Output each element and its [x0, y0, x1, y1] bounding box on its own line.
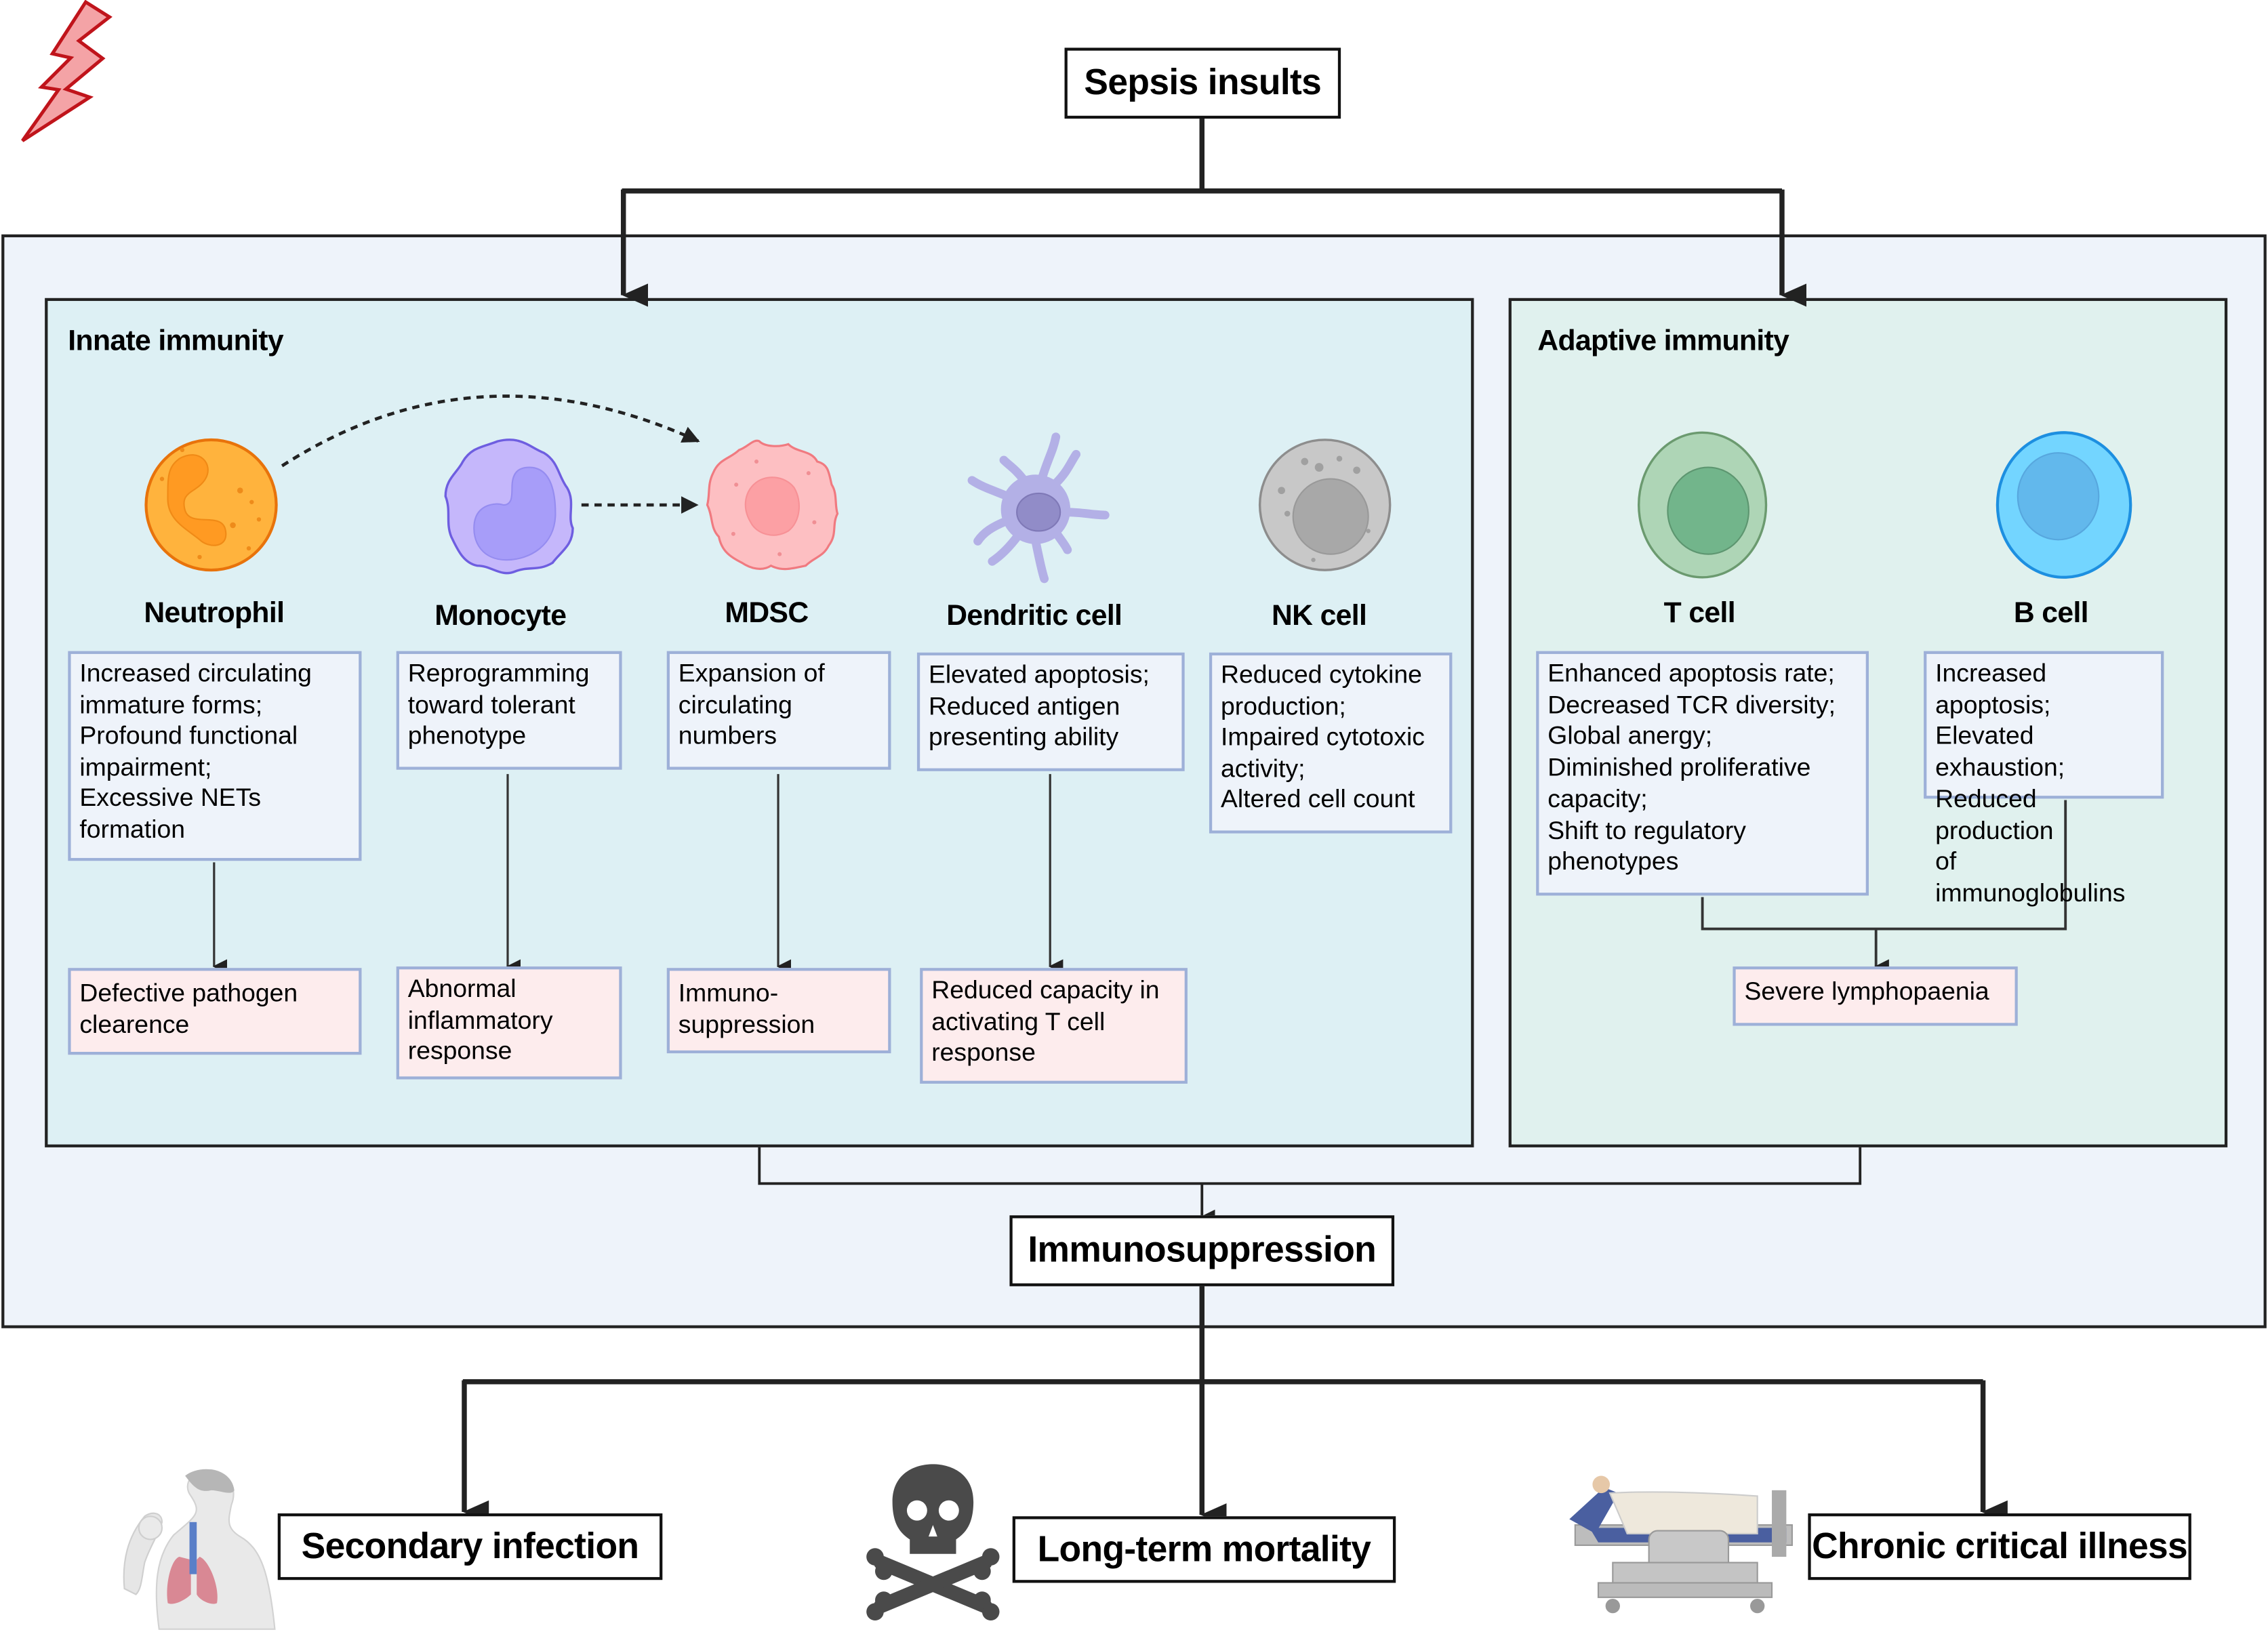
chronic-critical-illness-box: Chronic critical illness: [1808, 1513, 2191, 1580]
neutrophil-to-mdsc-dashed-arrow: [281, 394, 700, 468]
lymphopaenia-outcome: Severe lymphopaenia: [1733, 966, 2018, 1026]
mdsc-description: Expansion of circulating numbers: [666, 651, 891, 770]
t-cell-icon: [1638, 431, 1768, 579]
b-cell-description: Increased apoptosis; Elevated exhaustion…: [1924, 651, 2164, 907]
neutrophil-outcome: Defective pathogen clearence: [68, 968, 362, 1055]
immunosuppression-label: Immunosuppression: [1028, 1229, 1377, 1271]
consequence-split-arrows: [462, 1284, 2008, 1527]
dendritic-description: Elevated apoptosis; Reduced antigen pres…: [916, 652, 1185, 771]
sepsis-insults-box: Sepsis insults: [1064, 47, 1341, 119]
nk-cell-description: Reduced cytokine production; Impaired cy…: [1209, 652, 1453, 834]
long-term-mortality-label: Long-term mortality: [1037, 1528, 1371, 1570]
cell-name-nk: NK cell: [1271, 600, 1367, 632]
cell-name-b-cell: B cell: [2013, 597, 2089, 630]
neutrophil-description: Increased circulating immature forms; Pr…: [68, 651, 362, 861]
secondary-infection-box: Secondary infection: [277, 1513, 663, 1580]
adaptive-immunity-title: Adaptive immunity: [1537, 325, 1789, 358]
neutrophil-icon: [144, 438, 278, 572]
cell-name-t-cell: T cell: [1663, 597, 1736, 630]
nk-cell-icon: [1258, 438, 1392, 571]
cell-name-monocyte: Monocyte: [434, 600, 567, 632]
secondary-infection-label: Secondary infection: [301, 1526, 639, 1566]
t-cell-description: Enhanced apoptosis rate; Decreased TCR d…: [1536, 651, 1869, 896]
cell-name-neutrophil: Neutrophil: [144, 597, 285, 630]
mdsc-outcome: Immuno- suppression: [666, 968, 891, 1054]
cell-name-dendritic: Dendritic cell: [946, 600, 1122, 632]
immunosuppression-box: Immunosuppression: [1009, 1215, 1395, 1286]
mdsc-icon: [706, 439, 839, 571]
cell-name-mdsc: MDSC: [725, 597, 809, 630]
sepsis-split-arrows: [620, 117, 1807, 307]
chronic-critical-illness-label: Chronic critical illness: [1812, 1526, 2188, 1566]
monocyte-icon: [444, 438, 574, 575]
monocyte-outcome: Abnormal inflammatory response: [396, 966, 622, 1080]
lightning-bolt-icon: [21, 0, 113, 142]
skull-crossbones-icon: [866, 1464, 1000, 1620]
innate-immunity-title: Innate immunity: [68, 325, 283, 358]
coughing-person-lungs-icon: [123, 1469, 276, 1630]
hospital-bed-patient-icon: [1569, 1475, 1793, 1614]
b-cell-icon: [1996, 431, 2132, 579]
dendritic-outcome: Reduced capacity in activating T cell re…: [920, 968, 1188, 1084]
long-term-mortality-box: Long-term mortality: [1012, 1516, 1396, 1583]
sepsis-insults-label: Sepsis insults: [1084, 62, 1322, 103]
monocyte-description: Reprogramming toward tolerant phenotype: [396, 651, 622, 770]
dendritic-cell-icon: [967, 432, 1110, 584]
